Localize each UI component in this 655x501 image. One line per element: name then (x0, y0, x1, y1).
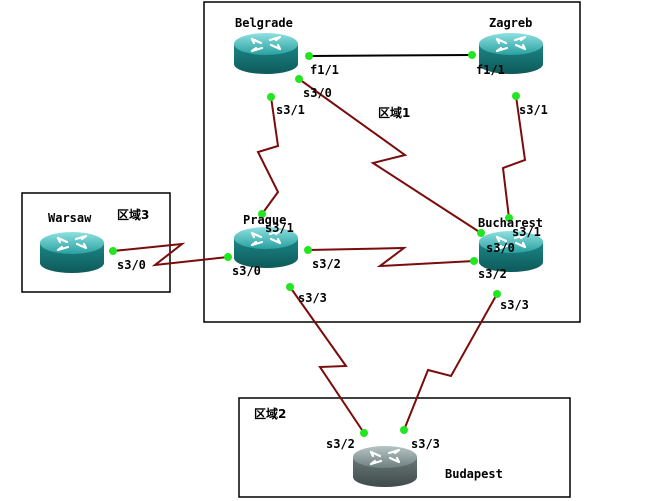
area1-box (203, 1, 581, 323)
link-belgrade-bucharest[interactable] (298, 78, 482, 234)
router-icon[interactable] (232, 31, 300, 76)
port-dot (400, 426, 408, 434)
port-label: s3/1 (512, 225, 541, 239)
port-dot (109, 247, 117, 255)
router-name-bucharest: Bucharest (478, 216, 543, 230)
port-dot (267, 93, 275, 101)
router-icon[interactable] (351, 444, 419, 489)
area1-label: 区域1 (378, 105, 410, 120)
link-zagreb-bucharest[interactable] (501, 95, 527, 219)
port-dot (304, 246, 312, 254)
port-dot (493, 290, 501, 298)
area2-box (238, 397, 571, 498)
port-dot (468, 51, 476, 59)
port-label: s3/3 (411, 437, 440, 451)
port-label: s3/0 (232, 264, 261, 278)
port-label: s3/2 (478, 267, 507, 281)
router-name-prague: Prague (243, 213, 286, 227)
router-icon[interactable] (38, 230, 106, 275)
port-dot (477, 229, 485, 237)
port-dot (505, 214, 513, 222)
port-dot (360, 429, 368, 437)
port-label: s3/3 (500, 298, 529, 312)
port-dot (258, 210, 266, 218)
link-bucharest-budapest[interactable] (403, 293, 498, 431)
port-label: f1/1 (310, 63, 339, 77)
router-name-warsaw: Warsaw (48, 211, 92, 225)
port-label: s3/1 (276, 103, 305, 117)
port-label: s3/2 (312, 257, 341, 271)
port-label: s3/3 (298, 291, 327, 305)
router-name-budapest: Budapest (445, 467, 503, 481)
router-name-belgrade: Belgrade (235, 16, 293, 30)
link-warsaw-prague[interactable] (112, 242, 229, 267)
port-dot (305, 52, 313, 60)
port-label: s3/1 (519, 103, 548, 117)
port-label: f1/1 (476, 63, 505, 77)
area3-box (21, 192, 171, 293)
port-label: s3/2 (326, 437, 355, 451)
port-dot (295, 75, 303, 83)
link-prague-budapest[interactable] (289, 286, 365, 434)
link-belgrade-zagreb[interactable] (308, 54, 473, 57)
port-label: s3/0 (486, 241, 515, 255)
port-label: s3/0 (303, 86, 332, 100)
port-dot (224, 253, 232, 261)
port-label: s3/1 (265, 221, 294, 235)
area2-label: 区域2 (254, 406, 286, 421)
link-prague-bucharest[interactable] (307, 246, 475, 268)
link-belgrade-prague[interactable] (256, 96, 280, 215)
port-dot (470, 257, 478, 265)
port-label: s3/0 (117, 258, 146, 272)
port-dot (286, 283, 294, 291)
router-name-zagreb: Zagreb (489, 16, 532, 30)
area3-label: 区域3 (117, 207, 149, 222)
port-dot (512, 92, 520, 100)
